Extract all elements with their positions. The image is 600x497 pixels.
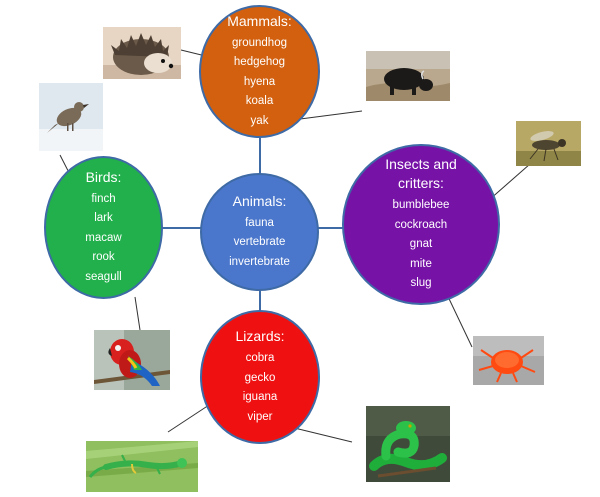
pointer-macaw [134,296,141,331]
animals-item: vertebrate [233,236,286,249]
yak-photo [366,51,450,101]
birds-item: rook [92,251,115,264]
animals-center-node: Animals: fauna vertebrate invertebrate [200,173,319,291]
insects-title-line: critters: [398,175,444,192]
mammals-item: yak [250,114,269,127]
insects-item: cockroach [394,218,448,231]
mite-photo [473,336,544,385]
viper-photo [366,406,450,482]
birds-node: Birds: finch lark macaw rook seagull [44,156,163,299]
mammals-title: Mammals: [227,12,292,29]
animals-item: invertebrate [229,255,290,268]
insects-item: bumblebee [392,199,450,212]
birds-title: Birds: [85,168,122,185]
insects-item: gnat [409,238,433,251]
insects-item: slug [410,277,432,290]
lizards-item: viper [247,410,273,423]
mammals-item: hyena [243,75,276,88]
hedgehog-photo [103,27,181,79]
insects-node: Insects and critters: bumblebee cockroac… [342,144,500,305]
mammals-item: groundhog [232,36,287,49]
insects-item: mite [410,257,432,270]
animals-title: Animals: [232,192,287,209]
birds-item: macaw [85,231,122,244]
birds-item: seagull [85,270,122,283]
lizards-node: Lizards: cobra gecko iguana viper [200,310,320,444]
gecko-photo [86,441,198,492]
mammals-node: Mammals: groundhog hedgehog hyena koala … [199,5,320,138]
gnat-photo [516,121,581,166]
lizards-item: iguana [242,391,278,403]
mammals-item: hedgehog [233,56,286,69]
mammals-item: koala [245,95,274,108]
macaw-photo [94,330,170,390]
birds-item: finch [91,192,116,205]
lizards-item: gecko [244,371,276,384]
birds-item: lark [94,212,113,225]
lizards-item: cobra [245,352,275,364]
lizards-title: Lizards: [235,328,285,344]
lark-photo [39,83,103,151]
insects-title-line: Insects and [385,156,457,173]
animals-item: fauna [245,216,274,229]
